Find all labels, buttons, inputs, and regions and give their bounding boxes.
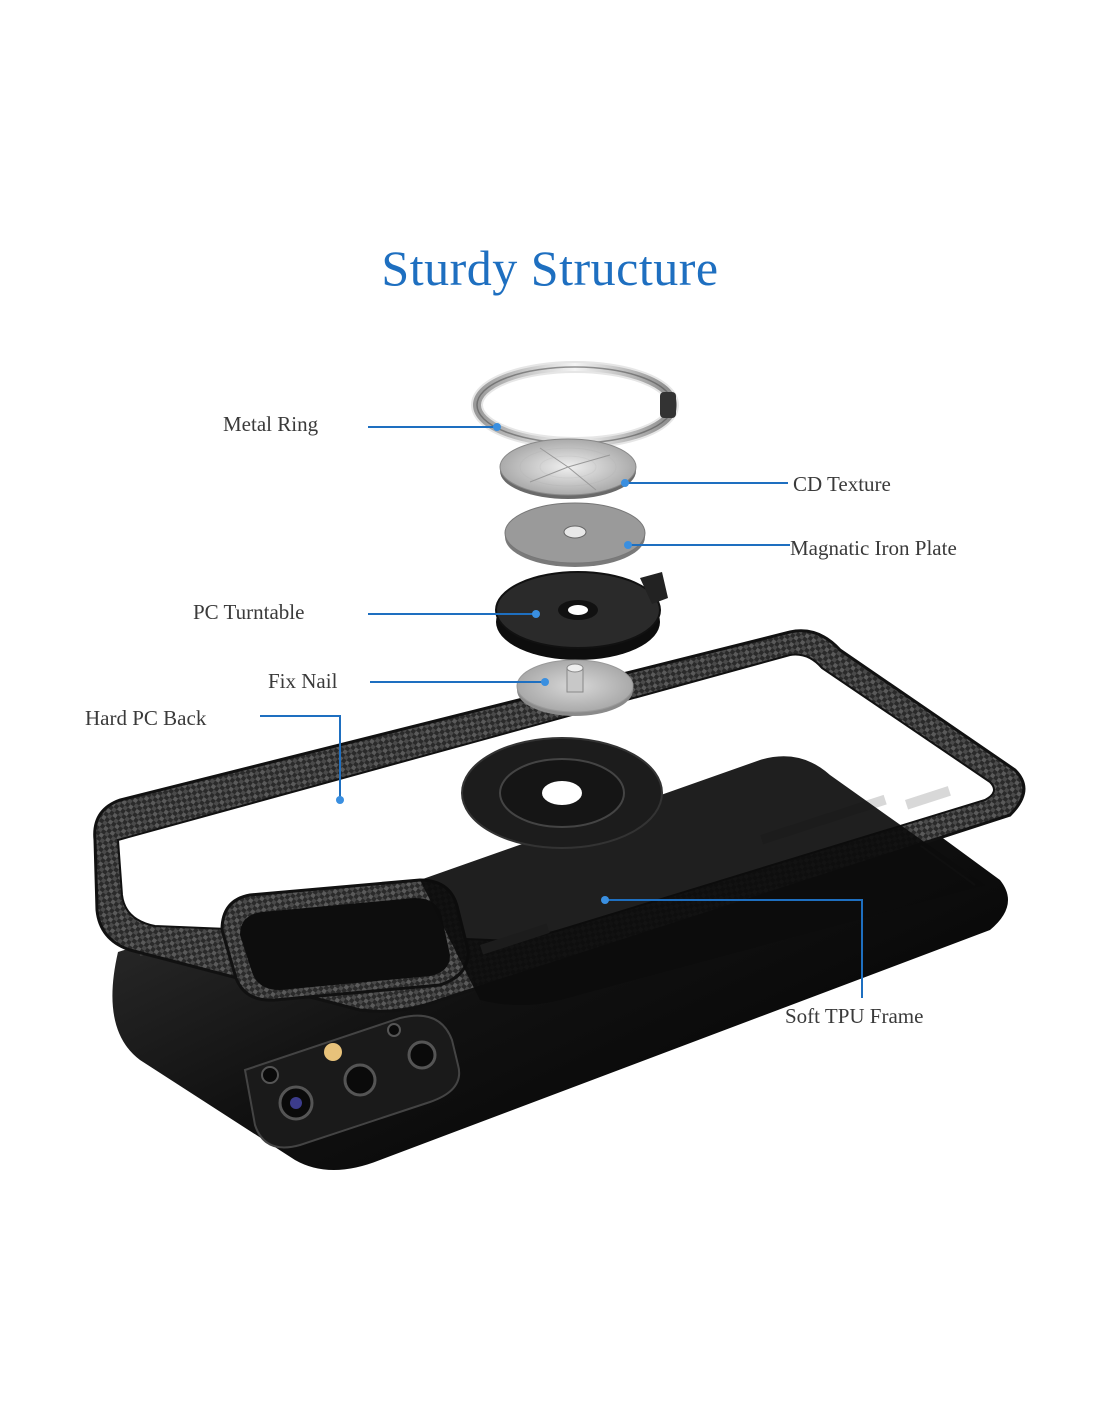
label-cd-texture: CD Texture <box>793 472 891 496</box>
phone-back-through-case <box>420 756 985 1005</box>
label-iron-plate: Magnatic Iron Plate <box>790 536 957 560</box>
fix-nail-disc <box>516 659 634 716</box>
phone-camera-module <box>243 1014 461 1149</box>
label-pc-turntable: PC Turntable <box>193 600 305 624</box>
iron-plate-disc <box>504 502 646 567</box>
label-fix-nail: Fix Nail <box>268 669 338 693</box>
label-metal-ring: Metal Ring <box>223 412 319 436</box>
metal-ring-part <box>471 361 679 449</box>
label-hard-pc-back: Hard PC Back <box>85 706 207 730</box>
cd-texture-disc <box>499 438 637 499</box>
label-soft-tpu-frame: Soft TPU Frame <box>785 1004 924 1028</box>
leader-hard-pc-back <box>260 715 341 800</box>
leader-soft-tpu-frame <box>605 899 863 998</box>
pc-turntable-disc <box>495 571 668 660</box>
case-turntable-base <box>461 737 663 849</box>
diagram-title: Sturdy Structure <box>381 240 719 296</box>
